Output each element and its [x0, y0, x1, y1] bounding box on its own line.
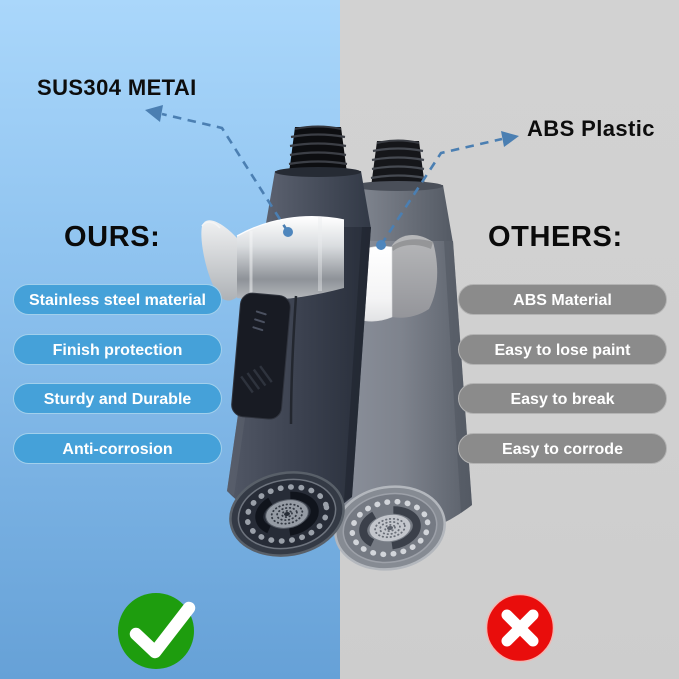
left-feature-pill: Stainless steel material	[13, 284, 222, 315]
sprayer-head-left	[201, 125, 371, 557]
right-feature-pill: Easy to lose paint	[458, 334, 667, 365]
left-material-label: SUS304 METAI	[37, 75, 197, 100]
right-material-label: ABS Plastic	[527, 116, 655, 141]
cross-circle-icon	[485, 593, 555, 663]
left-feature-pill: Finish protection	[13, 334, 222, 365]
right-feature-pill: ABS Material	[458, 284, 667, 315]
stainless-steel-band	[201, 216, 345, 301]
left-annotation-arrow	[145, 105, 293, 237]
left-heading: OURS:	[64, 221, 161, 253]
check-circle-icon	[118, 593, 196, 669]
pause-button	[231, 292, 291, 420]
right-annotation-arrow	[376, 131, 519, 250]
left-feature-pill: Sturdy and Durable	[13, 383, 222, 414]
left-feature-pill: Anti-corrosion	[13, 433, 222, 464]
right-heading: OTHERS:	[488, 221, 623, 253]
right-feature-pill: Easy to break	[458, 383, 667, 414]
right-feature-pill: Easy to corrode	[458, 433, 667, 464]
